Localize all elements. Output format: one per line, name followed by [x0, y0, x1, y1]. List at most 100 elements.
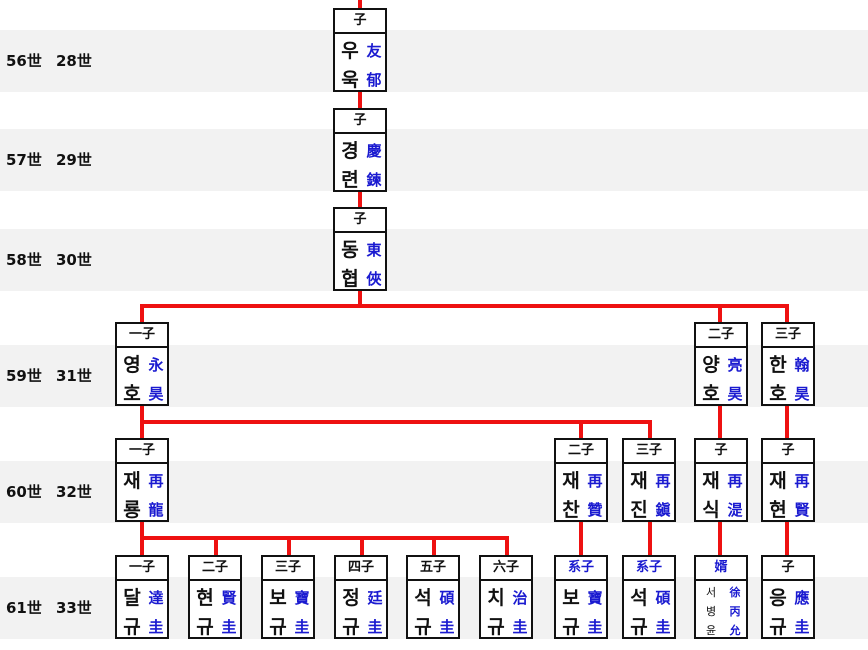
korean-name-char: 한: [769, 354, 787, 376]
korean-name-char: 윤: [705, 624, 717, 637]
hanja-name-char: 圭: [512, 618, 528, 636]
connector-61-drop-6: [505, 536, 509, 556]
relation-label: 四子: [336, 557, 386, 581]
relation-label: 三子: [263, 557, 313, 581]
relation-label: 二子: [696, 324, 746, 348]
connector-59-horizontal: [140, 304, 789, 308]
relation-label: 系子: [624, 557, 674, 581]
hanja-name-char: 丙: [729, 605, 741, 618]
korean-name-char: 협: [341, 268, 359, 290]
korean-name-char: 규: [630, 616, 648, 638]
connector-61-horizontal: [140, 536, 509, 540]
korean-name-char: 규: [269, 616, 287, 638]
connector-59-drop-1: [140, 304, 144, 323]
hanja-name-char: 應: [794, 589, 810, 607]
connector-60e-61: [785, 521, 789, 557]
connector-59-drop-3: [785, 304, 789, 323]
hanja-name-char: 贊: [587, 501, 603, 519]
hanja-name-char: 治: [512, 589, 528, 607]
relation-label: 六子: [481, 557, 531, 581]
korean-name-char: 규: [196, 616, 214, 638]
korean-name-char: 서: [705, 586, 717, 599]
connector-60d-61: [718, 521, 722, 557]
korean-name-char: 규: [562, 616, 580, 638]
korean-name-char: 식: [702, 499, 720, 521]
korean-name-char: 룡: [123, 499, 141, 521]
relation-label: 一子: [117, 324, 167, 348]
korean-name-char: 규: [414, 616, 432, 638]
korean-name-char: 달: [123, 587, 141, 609]
korean-name-char: 현: [769, 499, 787, 521]
korean-name-char: 재: [562, 470, 580, 492]
hanja-name-char: 賢: [794, 501, 810, 519]
hanja-name-char: 寶: [294, 589, 310, 607]
relation-label: 婿: [696, 557, 746, 581]
generation-band-58: [0, 229, 868, 291]
hanja-name-char: 慶: [366, 142, 382, 160]
connector-61-drop-3: [287, 536, 291, 556]
korean-name-char: 재: [702, 470, 720, 492]
hanja-name-char: 圭: [221, 618, 237, 636]
relation-label: 二子: [556, 440, 606, 464]
hanja-name-char: 圭: [794, 618, 810, 636]
korean-name-char: 보: [269, 587, 287, 609]
relation-label: 三子: [624, 440, 674, 464]
connector-60b-61: [579, 521, 583, 557]
connector-trunk-top: [358, 0, 362, 9]
generation-band-57: [0, 129, 868, 191]
relation-label: 子: [696, 440, 746, 464]
hanja-name-char: 俠: [366, 270, 382, 288]
relation-label: 一子: [117, 440, 167, 464]
connector-59c-60: [785, 404, 789, 440]
korean-name-char: 우: [341, 40, 359, 62]
hanja-name-char: 廷: [367, 589, 383, 607]
hanja-name-char: 再: [794, 472, 810, 490]
hanja-name-char: 湜: [727, 501, 743, 519]
hanja-name-char: 東: [366, 241, 382, 259]
hanja-name-char: 圭: [439, 618, 455, 636]
hanja-name-char: 龍: [148, 501, 164, 519]
hanja-name-char: 碩: [439, 589, 455, 607]
korean-name-char: 규: [342, 616, 360, 638]
korean-name-char: 규: [487, 616, 505, 638]
connector-61-drop-2: [214, 536, 218, 556]
hanja-name-char: 再: [655, 472, 671, 490]
relation-label: 子: [763, 557, 813, 581]
korean-name-char: 재: [123, 470, 141, 492]
relation-label: 子: [763, 440, 813, 464]
hanja-name-char: 友: [366, 42, 382, 60]
korean-name-char: 련: [341, 169, 359, 191]
korean-name-char: 경: [341, 140, 359, 162]
relation-label: 子: [335, 110, 385, 134]
connector-57-58: [358, 190, 362, 209]
hanja-name-char: 再: [148, 472, 164, 490]
korean-name-char: 규: [123, 616, 141, 638]
connector-60-horizontal: [140, 420, 652, 424]
